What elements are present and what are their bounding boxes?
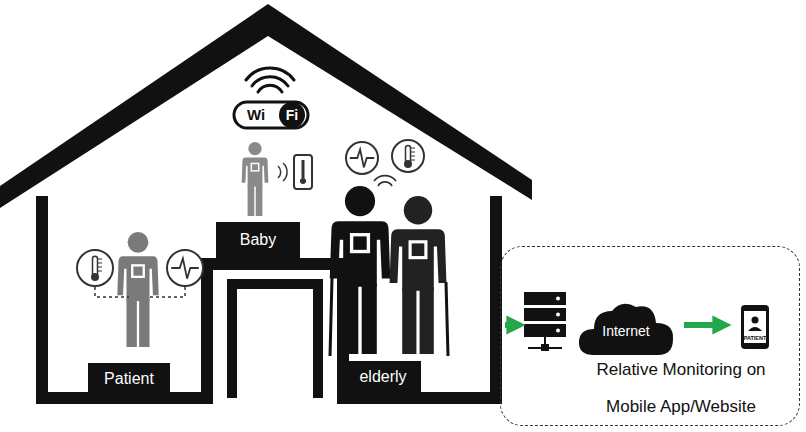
phone-screen-text: PATIENT xyxy=(740,334,770,342)
baby-phone xyxy=(278,155,312,189)
heartbeat-icon xyxy=(167,250,203,286)
baby-figure xyxy=(242,142,269,216)
elderly-man-figure xyxy=(330,186,390,354)
house-wall xyxy=(42,196,496,398)
phone-icon xyxy=(741,305,769,349)
label-box: Baby xyxy=(216,222,300,258)
label-box: Patient xyxy=(88,363,170,395)
wireless-signal xyxy=(374,176,396,186)
elderly-woman-figure xyxy=(390,196,447,354)
patient-figure xyxy=(117,232,158,347)
wifi-badge xyxy=(234,102,308,128)
wifi-symbol xyxy=(246,68,294,92)
thermometer-icon xyxy=(77,250,113,286)
wifi-text: Wi xyxy=(238,105,274,125)
flow-arrow xyxy=(505,322,516,328)
caption-text: Relative Monitoring on Mobile App/Websit… xyxy=(571,351,791,425)
thermometer-icon xyxy=(392,140,424,172)
server-icon xyxy=(524,292,566,351)
wifi-text: Fi xyxy=(279,105,305,125)
label-box: elderly xyxy=(345,361,421,393)
sensor-link xyxy=(95,287,185,297)
node-label: Patient xyxy=(104,370,154,388)
house-door xyxy=(232,284,318,398)
internet-cloud: Internet xyxy=(576,299,676,357)
walking-cane xyxy=(330,278,448,356)
wifi-badge-dot xyxy=(279,102,305,128)
node-label: Baby xyxy=(240,231,276,249)
heartbeat-icon xyxy=(346,142,378,174)
roof xyxy=(0,4,532,208)
node-label: Internet xyxy=(602,323,649,339)
node-label: elderly xyxy=(359,368,406,386)
flow-arrow xyxy=(684,322,722,328)
